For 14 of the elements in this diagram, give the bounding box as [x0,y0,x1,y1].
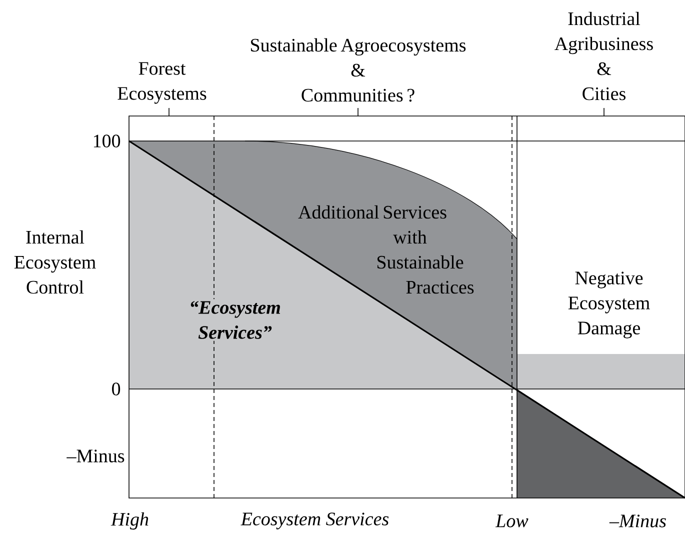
axis-tick-label: –Minus [66,450,124,462]
region-label: “Ecosystem Services” [190,301,280,339]
region-label: Negative Ecosystem Damage [568,272,650,338]
axis-title: Internal Ecosystem Control [14,230,96,294]
axis-title: Ecosystem Services [240,512,389,530]
region-label: Additional Services with Sustainable Practices [298,205,474,294]
axis-tick-label: 100 [94,134,120,148]
axis-tick-label: Low [495,514,528,528]
column-heading: Forest Ecosystems [118,62,206,104]
axis-tick-label: High [110,512,148,530]
axis-tick-label: 0 [112,382,120,396]
column-heading: Industrial Agribusiness & Cities [554,12,653,100]
axis-tick-label: –Minus [609,514,666,528]
column-heading: Sustainable Agroecosystems & Communities ? [251,38,466,102]
